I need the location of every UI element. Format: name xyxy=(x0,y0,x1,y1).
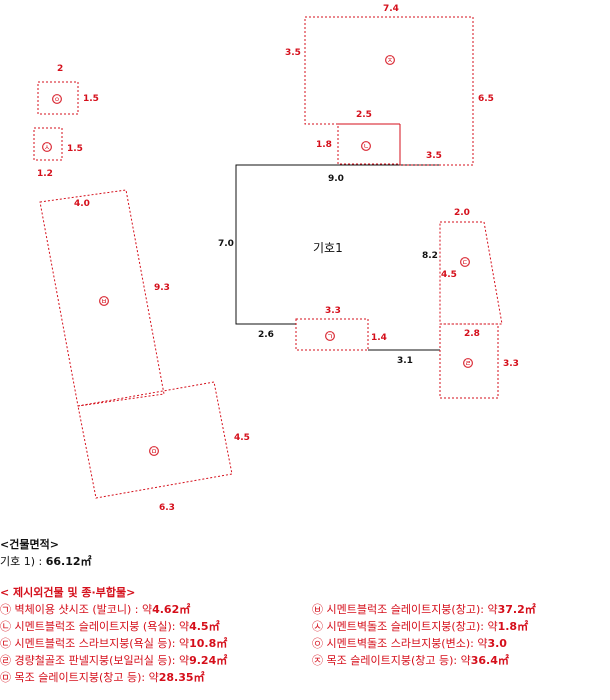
area-line: 기호 1) : 66.12㎡ xyxy=(0,553,610,570)
site-plan: 9.0 7.0 2.6 3.1 8.2 기호1 ㉨ 7.4 3.5 6.5 3.… xyxy=(33,4,519,513)
structure-marker-circle xyxy=(52,94,62,104)
structure-marker: ㉣ xyxy=(464,359,472,368)
legend-item: ㉤ 목조 슬레이트지붕(창고 등): 약28.35㎡ xyxy=(0,669,312,686)
main-dim-left: 7.0 xyxy=(218,239,234,249)
structure-dim: 2.8 xyxy=(464,329,480,339)
legend-item-value: 10.8㎡ xyxy=(189,637,228,650)
structure-marker: ㉧ xyxy=(53,95,61,104)
structure-marker-circle xyxy=(463,358,473,368)
structure-outline xyxy=(439,221,503,325)
legend-item-text: ㉨ 목조 슬레이트지붕(창고 등): 약 xyxy=(312,654,471,667)
structure-outline xyxy=(439,323,499,399)
area-label: 기호 1) : xyxy=(0,555,46,568)
main-building-label: 기호1 xyxy=(313,241,343,255)
structure-marker: ㉡ xyxy=(362,142,370,151)
structure-marker: ㉦ xyxy=(43,143,51,152)
main-dim-bottom-right: 3.1 xyxy=(397,356,413,366)
structure-dim: 3.3 xyxy=(325,306,341,316)
legend-item-value: 9.24㎡ xyxy=(189,654,228,667)
legend-item: ㉠ 벽체이용 샷시조 (발코니) : 약4.62㎡ xyxy=(0,601,312,618)
legend-item-text: ㉤ 목조 슬레이트지붕(창고 등): 약 xyxy=(0,671,159,684)
legend-item: ㉨ 목조 슬레이트지붕(창고 등): 약36.4㎡ xyxy=(312,652,610,669)
main-dim-bottom-left: 2.6 xyxy=(258,330,274,340)
legend-item-text: ㉣ 경량철골조 판넬지붕(보일러실 등): 약 xyxy=(0,654,190,667)
legend-item-value: 3.0 xyxy=(487,637,507,650)
legend-item-value: 1.8㎡ xyxy=(497,620,529,633)
structure-marker-circle xyxy=(361,141,371,151)
structure-marker-circle xyxy=(460,257,470,267)
structure-dim: 9.3 xyxy=(154,283,170,293)
structure-dim: 4.5 xyxy=(441,270,457,280)
legend: <건물면적> 기호 1) : 66.12㎡ < 제시외건물 및 종·부합물> ㉠… xyxy=(0,536,610,686)
legend-item-text: ㉠ 벽체이용 샷시조 (발코니) : 약 xyxy=(0,603,153,616)
structure-dim: 6.5 xyxy=(478,94,494,104)
area-value: 66.12㎡ xyxy=(45,555,92,568)
structure-dim: 1.8 xyxy=(316,140,332,150)
structure-outline xyxy=(295,318,369,351)
structure-marker: ㉢ xyxy=(461,258,469,267)
legend-items: ㉠ 벽체이용 샷시조 (발코니) : 약4.62㎡ ㉥ 시멘트블럭조 슬레이트지… xyxy=(0,601,610,686)
legend-item-text: ㉦ 시멘트벽돌조 슬레이트지붕(창고): 약 xyxy=(312,620,498,633)
structure-marker-circle xyxy=(42,142,52,152)
structure-dim: 2.5 xyxy=(356,110,372,120)
structure-outline xyxy=(37,81,79,115)
structure-outline xyxy=(39,189,165,407)
other-heading: < 제시외건물 및 종·부합물> xyxy=(0,586,136,599)
legend-item-value: 4.5㎡ xyxy=(189,620,220,633)
area-heading: <건물면적> xyxy=(0,538,59,551)
structure-dim: 4.5 xyxy=(234,433,250,443)
structure-dim: 2.0 xyxy=(454,208,470,218)
legend-item-value: 37.2㎡ xyxy=(497,603,536,616)
structure-marker: ㉠ xyxy=(326,332,334,341)
legend-item: ㉥ 시멘트블럭조 슬레이트지붕(창고): 약37.2㎡ xyxy=(312,601,610,618)
structure-dim: 3.3 xyxy=(503,359,519,369)
legend-item: ㉧ 시멘트벽돌조 스라브지붕(변소): 약3.0 xyxy=(312,635,610,652)
structure-dim: 1.2 xyxy=(37,169,53,179)
structure-outline xyxy=(77,381,233,499)
legend-item: ㉦ 시멘트벽돌조 슬레이트지붕(창고): 약1.8㎡ xyxy=(312,618,610,635)
structure-dim: 1.5 xyxy=(83,94,99,104)
structure-outline xyxy=(304,16,474,166)
structure-dim: 3.5 xyxy=(426,151,442,161)
structure-dim: 1.5 xyxy=(67,144,83,154)
structure-marker-circle xyxy=(99,296,109,306)
legend-item-text: ㉢ 시멘트블럭조 스라브지붕(욕실 등): 약 xyxy=(0,637,190,650)
structure-dim: 4.0 xyxy=(74,199,90,209)
legend-item-value: 28.35㎡ xyxy=(158,671,205,684)
structure-dim: 6.3 xyxy=(159,503,175,513)
legend-item: ㉡ 시멘트블럭조 슬레이트지붕 (욕실): 약4.5㎡ xyxy=(0,618,312,635)
structure-outline xyxy=(337,123,401,165)
main-building-outline xyxy=(235,164,440,325)
structure-marker-circle xyxy=(385,55,395,65)
main-dim-right: 8.2 xyxy=(422,251,438,261)
structure-marker: ㉤ xyxy=(150,447,158,456)
legend-item-value: 4.62㎡ xyxy=(152,603,191,616)
structure-dim: 3.5 xyxy=(285,48,301,58)
structure-marker: ㉨ xyxy=(386,56,394,65)
main-dim-top: 9.0 xyxy=(328,174,344,184)
structure-marker-circle xyxy=(149,446,159,456)
legend-item-text: ㉧ 시멘트벽돌조 스라브지붕(변소): 약 xyxy=(312,637,488,650)
legend-item-text: ㉥ 시멘트블럭조 슬레이트지붕(창고): 약 xyxy=(312,603,498,616)
legend-item: ㉣ 경량철골조 판넬지붕(보일러실 등): 약9.24㎡ xyxy=(0,652,312,669)
structure-marker: ㉥ xyxy=(100,297,108,306)
structure-dim: 1.4 xyxy=(371,333,387,343)
structure-dim: 2 xyxy=(57,64,63,74)
structure-marker-circle xyxy=(325,331,335,341)
legend-item-text: ㉡ 시멘트블럭조 슬레이트지붕 (욕실): 약 xyxy=(0,620,190,633)
structure-dim: 7.4 xyxy=(383,4,399,14)
legend-item-value: 36.4㎡ xyxy=(470,654,509,667)
structure-outline xyxy=(33,127,63,161)
legend-item: ㉢ 시멘트블럭조 스라브지붕(욕실 등): 약10.8㎡ xyxy=(0,635,312,652)
